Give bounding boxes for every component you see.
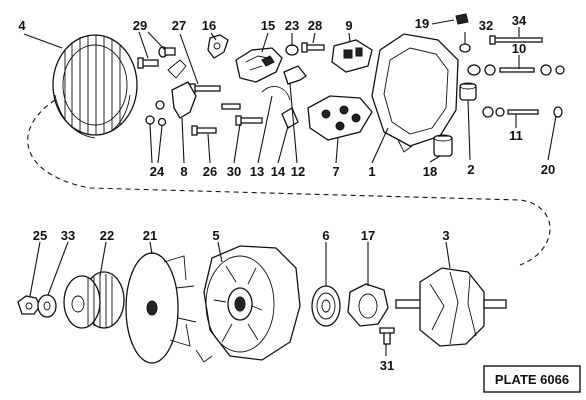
- callout-19: 19: [415, 16, 429, 31]
- callout-16: 16: [202, 18, 216, 33]
- pulley-22-part: [63, 271, 125, 329]
- rotor-3-part: [395, 267, 507, 347]
- drive-end-housing-5-part: [195, 245, 301, 363]
- callout-2: 2: [467, 162, 474, 177]
- callout-28: 28: [308, 18, 322, 33]
- spacer-18-part: [433, 134, 453, 157]
- brush-holder-9-part: [331, 39, 373, 73]
- callout-32: 32: [479, 18, 493, 33]
- screw-27-part: [189, 83, 221, 94]
- screw-30-part: [235, 115, 263, 126]
- callout-3: 3: [442, 228, 449, 243]
- leader-lines: [23, 19, 557, 356]
- rectifier-7-part: [307, 95, 373, 141]
- callout-23: 23: [285, 18, 299, 33]
- plate-label: PLATE 6066: [495, 372, 569, 387]
- callout-20: 20: [541, 162, 555, 177]
- bushing-2-part: [459, 82, 477, 101]
- callout-9: 9: [345, 18, 352, 33]
- callout-13: 13: [250, 164, 264, 179]
- callout-26: 26: [203, 164, 217, 179]
- callout-24: 24: [150, 164, 165, 179]
- bracket-16-part: [207, 34, 229, 59]
- bolts-11-part: [482, 106, 563, 118]
- callout-17: 17: [361, 228, 375, 243]
- callout-14: 14: [271, 164, 286, 179]
- callout-31: 31: [380, 358, 394, 373]
- callout-34: 34: [512, 13, 527, 28]
- assembly-dashed-line: [27, 99, 551, 266]
- washer-33-part: [37, 294, 57, 318]
- regulator-bracket-15-part: [235, 47, 283, 83]
- callout-18: 18: [423, 164, 437, 179]
- callout-8: 8: [180, 164, 187, 179]
- nut-25-part: [17, 295, 41, 315]
- bolt-29-part: [137, 46, 176, 69]
- callout-25: 25: [33, 228, 47, 243]
- through-bolts-10-34-part: [467, 35, 565, 76]
- callout-15: 15: [261, 18, 275, 33]
- screw-28-part: [301, 42, 325, 53]
- plate-label-box: PLATE 6066: [483, 365, 581, 393]
- screw-31-part: [379, 327, 395, 345]
- washer-32-part: [459, 43, 471, 53]
- callout-10: 10: [512, 41, 526, 56]
- callout-30: 30: [227, 164, 241, 179]
- stator-part: [52, 34, 138, 139]
- callout-29: 29: [133, 18, 147, 33]
- cap-19-part: [455, 13, 469, 25]
- callout-1: 1: [368, 164, 375, 179]
- retainer-plate-17-part: [347, 283, 389, 327]
- bearing-6-part: [311, 285, 341, 327]
- callout-11: 11: [509, 128, 523, 143]
- callout-6: 6: [322, 228, 329, 243]
- callout-4: 4: [18, 18, 26, 33]
- end-housing-1-part: [371, 33, 459, 153]
- fan-21-part: [125, 252, 197, 364]
- callout-7: 7: [332, 164, 339, 179]
- screws-26-part: [191, 103, 241, 136]
- callout-5: 5: [212, 228, 219, 243]
- callout-27: 27: [172, 18, 186, 33]
- callout-12: 12: [291, 164, 305, 179]
- terminal-8-part: [167, 59, 197, 119]
- callout-labels: 1 2 3 4 5 6 7 8 9 10 11 12 13 14 15 16 1…: [18, 13, 555, 373]
- washers-24-part: [145, 100, 167, 127]
- callout-22: 22: [100, 228, 114, 243]
- callout-33: 33: [61, 228, 75, 243]
- callout-21: 21: [143, 228, 157, 243]
